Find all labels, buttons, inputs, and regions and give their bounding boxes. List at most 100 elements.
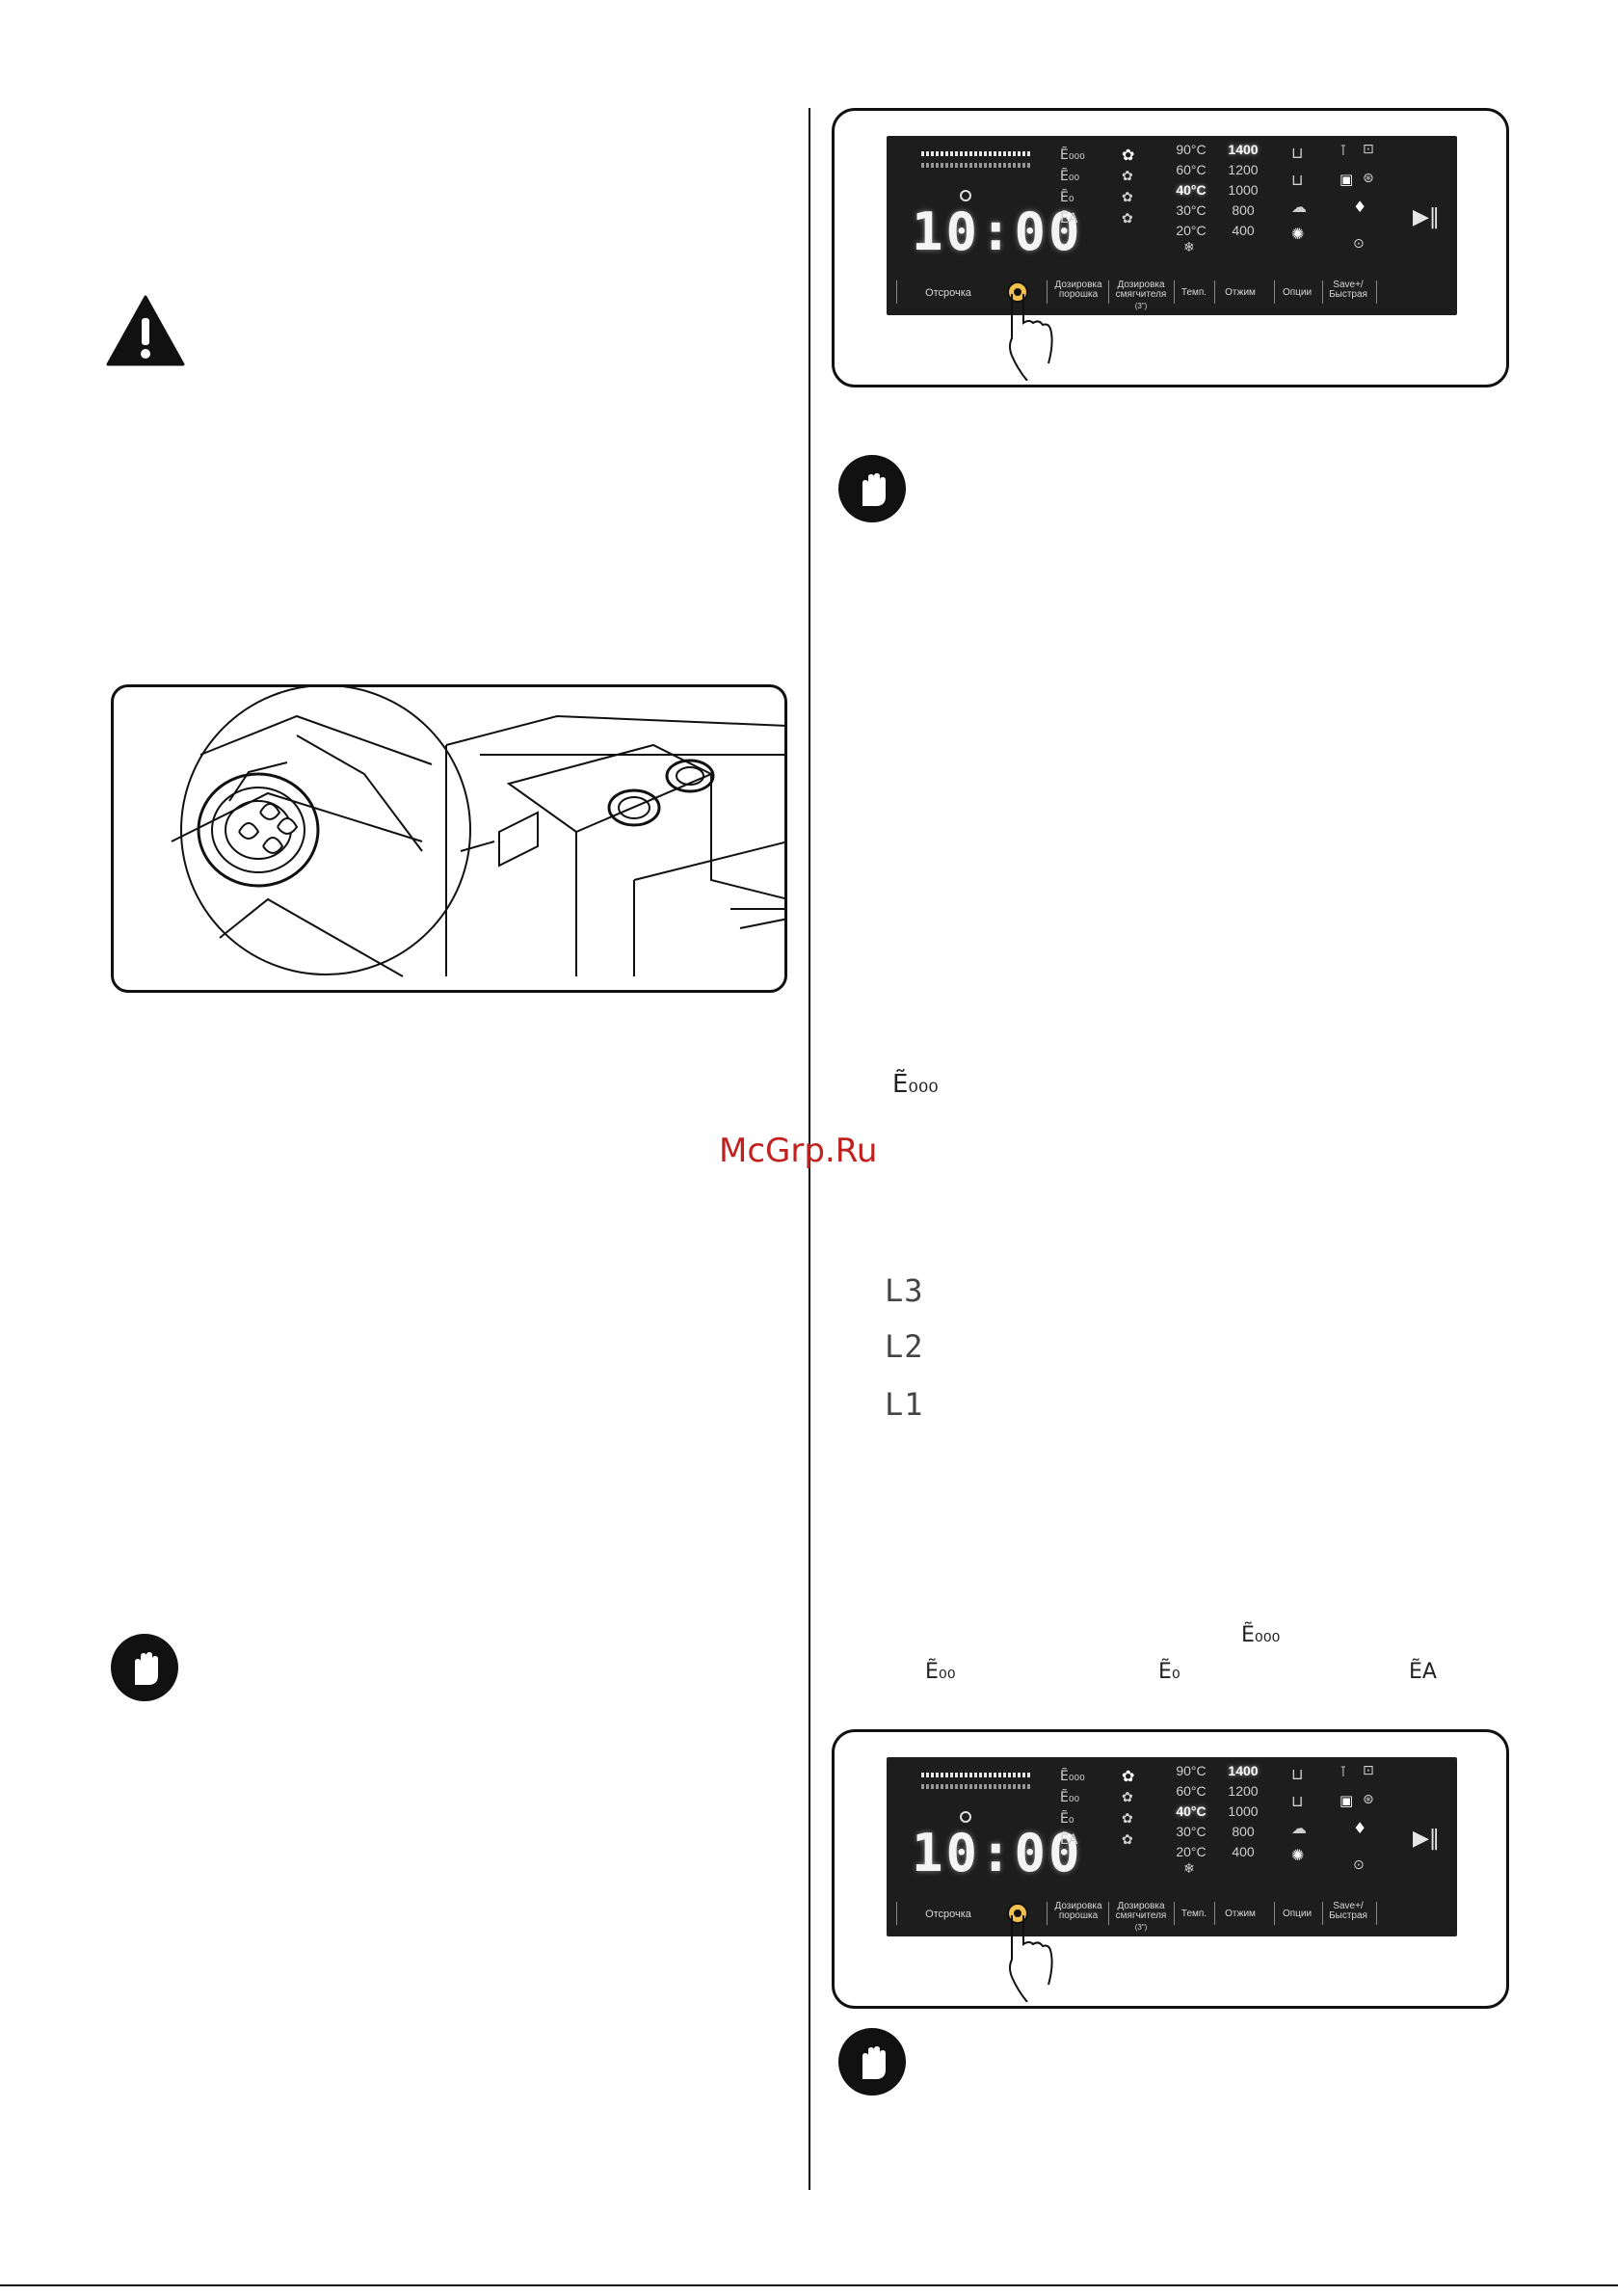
eco-leaf-icon: ♦ xyxy=(1353,1819,1367,1837)
delay-button[interactable]: Отсрочка xyxy=(925,1909,971,1920)
remote-icon: ⊛ xyxy=(1363,1792,1374,1807)
softener-dose-button[interactable]: Дозировка смягчителя xyxy=(1115,280,1167,300)
dispenser-drawing xyxy=(171,687,784,977)
stop-hand-icon xyxy=(111,1634,178,1701)
stop-hand-icon xyxy=(838,455,906,522)
spin-button[interactable]: Отжим xyxy=(1225,1909,1256,1919)
dose-auto-symbol: ẼA xyxy=(1409,1660,1437,1684)
spin-400: 400 xyxy=(1232,223,1255,238)
temperature-button[interactable]: Темп. xyxy=(1180,1909,1207,1919)
separator xyxy=(1047,1902,1048,1925)
separator xyxy=(1214,280,1215,304)
spin-1400: 1400 xyxy=(1228,1763,1259,1778)
separator xyxy=(1274,280,1275,304)
tap-icon: ⊺ xyxy=(1339,1763,1347,1780)
play-pause-icon[interactable]: ▶‖ xyxy=(1413,1827,1440,1851)
extra-rinse-icon: ⊔ xyxy=(1291,1792,1304,1810)
temp-30: 30°C xyxy=(1176,1824,1207,1839)
softener-high-icon: ✿ xyxy=(1122,146,1135,164)
separator xyxy=(1376,1902,1377,1925)
anti-allergy-icon: ✺ xyxy=(1291,1846,1305,1864)
softener-dose-button[interactable]: Дозировка смягчителя xyxy=(1115,1901,1167,1921)
dose-low-icon: Ẽ₀ xyxy=(1060,1811,1074,1827)
temperature-list: 90°C 60°C 40°C 30°C 20°C xyxy=(1172,140,1210,241)
control-panel: 10:00 Ẽ₀₀₀ Ẽ₀₀ Ẽ₀ ẼA ✿ ✿ ✿ ✿ 90°C 60°C 4… xyxy=(887,1757,1457,1936)
temp-30: 30°C xyxy=(1176,202,1207,218)
separator xyxy=(1322,280,1323,304)
stop-hand-icon xyxy=(838,2028,906,2096)
pointing-finger-icon xyxy=(1007,281,1053,381)
column-divider xyxy=(809,108,810,2190)
delay-button[interactable]: Отсрочка xyxy=(925,287,971,299)
tap-icon: ⊺ xyxy=(1339,142,1347,159)
quick-wash-icon: ⊙ xyxy=(1353,1857,1365,1873)
power-lock-icon: ⊡ xyxy=(1363,142,1374,157)
spin-800: 800 xyxy=(1232,1824,1255,1839)
time-display: 10:00 xyxy=(912,201,1083,262)
control-panel-illustration-bottom: 10:00 Ẽ₀₀₀ Ẽ₀₀ Ẽ₀ ẼA ✿ ✿ ✿ ✿ 90°C 60°C 4… xyxy=(832,1729,1509,2009)
detergent-dose-button[interactable]: Дозировка порошка xyxy=(1054,1901,1102,1921)
temp-90: 90°C xyxy=(1176,1763,1207,1778)
spin-1400: 1400 xyxy=(1228,142,1259,157)
cold-snowflake-icon: ❄ xyxy=(1183,1861,1195,1877)
separator xyxy=(1274,1902,1275,1925)
separator xyxy=(1174,1902,1175,1925)
remote-icon: ⊛ xyxy=(1363,171,1374,186)
detergent-dose-button[interactable]: Дозировка порошка xyxy=(1054,280,1102,300)
spin-1000: 1000 xyxy=(1228,1803,1259,1819)
temp-60: 60°C xyxy=(1176,1783,1207,1799)
clock-icon xyxy=(960,1811,971,1823)
pointing-finger-icon xyxy=(1007,1903,1053,2002)
hold-hint: (3") xyxy=(1134,302,1148,310)
separator xyxy=(1174,280,1175,304)
separator xyxy=(1047,280,1048,304)
dose-medium-symbol: Ẽ₀₀ xyxy=(925,1660,956,1684)
progress-led-row xyxy=(921,163,1031,168)
softener-auto-icon: ✿ xyxy=(1122,211,1133,227)
temp-90: 90°C xyxy=(1176,142,1207,157)
play-pause-icon[interactable]: ▶‖ xyxy=(1413,205,1440,229)
spin-400: 400 xyxy=(1232,1844,1255,1859)
dose-auto-icon: ẼA xyxy=(1060,1832,1078,1848)
prewash-icon: ⊔ xyxy=(1291,144,1304,162)
dose-medium-icon: Ẽ₀₀ xyxy=(1060,169,1080,184)
footer-rule xyxy=(0,2284,1618,2286)
separator xyxy=(896,1902,897,1925)
temp-40: 40°C xyxy=(1176,1803,1207,1819)
steam-icon: ☁ xyxy=(1291,198,1307,216)
separator xyxy=(1108,1902,1109,1925)
dose-high-icon: Ẽ₀₀₀ xyxy=(1060,147,1085,163)
progress-led-row xyxy=(921,1773,1031,1777)
softener-auto-icon: ✿ xyxy=(1122,1832,1133,1848)
watermark: McGrp.Ru xyxy=(719,1132,878,1170)
options-button[interactable]: Опции xyxy=(1282,1909,1313,1919)
save-quick-button[interactable]: Save+/ Быстрая xyxy=(1329,1901,1367,1921)
softener-medium-icon: ✿ xyxy=(1122,169,1133,184)
wifi-icon: ▣ xyxy=(1339,1792,1354,1809)
control-panel: 10:00 Ẽ₀₀₀ Ẽ₀₀ Ẽ₀ ẼA ✿ ✿ ✿ ✿ 90°C 60°C 4… xyxy=(887,136,1457,315)
spin-1200: 1200 xyxy=(1228,1783,1259,1799)
softener-medium-icon: ✿ xyxy=(1122,1790,1133,1805)
time-display: 10:00 xyxy=(912,1823,1083,1883)
control-panel-illustration-top: 10:00 Ẽ₀₀₀ Ẽ₀₀ Ẽ₀ ẼA ✿ ✿ ✿ ✿ 90°C 60°C 4… xyxy=(832,108,1509,387)
temperature-button[interactable]: Темп. xyxy=(1180,287,1207,298)
dose-low-symbol: Ẽ₀ xyxy=(1158,1660,1180,1684)
dose-low-icon: Ẽ₀ xyxy=(1060,190,1074,205)
progress-led-row xyxy=(921,1784,1031,1789)
save-quick-button[interactable]: Save+/ Быстрая xyxy=(1329,280,1367,300)
progress-led-row xyxy=(921,151,1031,156)
power-lock-icon: ⊡ xyxy=(1363,1763,1374,1778)
spin-list: 1400 1200 1000 800 400 xyxy=(1224,140,1262,241)
anti-allergy-icon: ✺ xyxy=(1291,225,1305,243)
quick-wash-icon: ⊙ xyxy=(1353,236,1365,252)
temp-20: 20°C xyxy=(1176,1844,1207,1859)
options-button[interactable]: Опции xyxy=(1282,287,1313,298)
level-l2: L2 xyxy=(885,1328,924,1365)
level-l1: L1 xyxy=(885,1386,924,1423)
spin-button[interactable]: Отжим xyxy=(1225,287,1256,298)
temp-20: 20°C xyxy=(1176,223,1207,238)
spin-800: 800 xyxy=(1232,202,1255,218)
spin-list: 1400 1200 1000 800 400 xyxy=(1224,1761,1262,1862)
temp-60: 60°C xyxy=(1176,162,1207,177)
separator xyxy=(1108,280,1109,304)
